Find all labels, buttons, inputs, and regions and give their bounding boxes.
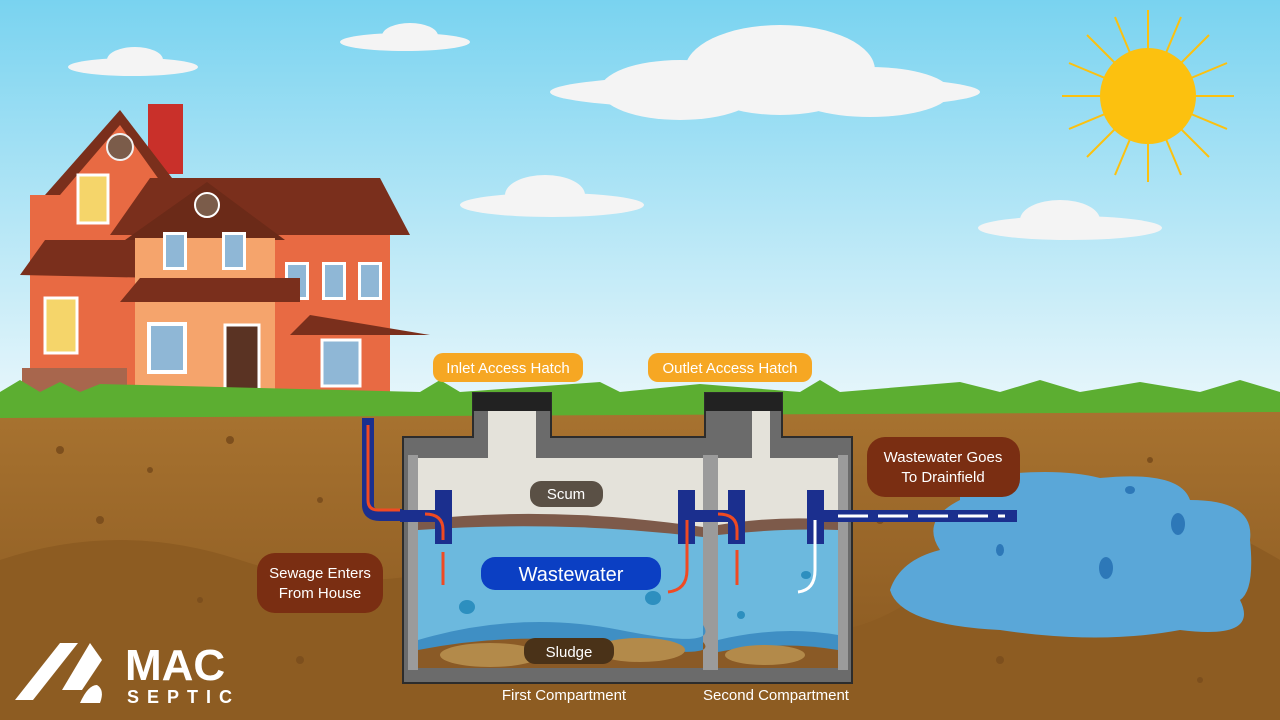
sun-icon <box>1062 10 1234 182</box>
mac-septic-logo: MAC SEPTIC <box>15 641 240 707</box>
scum-text: Scum <box>547 486 585 503</box>
sewage-text-2: From House <box>279 585 362 602</box>
first-compartment-label: First Compartment <box>502 687 627 704</box>
wastewater-text: Wastewater <box>519 564 624 586</box>
grass <box>0 380 1280 418</box>
inlet-hatch-cap <box>473 393 551 411</box>
logo-name: MAC <box>125 641 225 690</box>
drainfield-callout: Wastewater Goes To Drainfield <box>867 437 1020 497</box>
sludge-text: Sludge <box>546 644 593 661</box>
septic-tank <box>402 392 853 684</box>
inlet-hatch-label: Inlet Access Hatch <box>433 353 583 382</box>
sewage-enters-callout: Sewage Enters From House <box>257 553 383 613</box>
clouds <box>68 23 1162 240</box>
logo-sub: SEPTIC <box>127 687 240 707</box>
sludge-label: Sludge <box>524 638 614 664</box>
inlet-pipe <box>362 418 440 521</box>
sewage-text-1: Sewage Enters <box>269 565 371 582</box>
logo-mark-icon <box>15 643 78 700</box>
drainfield-bubbles <box>996 486 1185 579</box>
second-compartment-label: Second Compartment <box>703 687 850 704</box>
house <box>20 104 430 395</box>
drainfield-text-2: To Drainfield <box>901 469 984 486</box>
outlet-hatch-cap <box>705 393 782 411</box>
outlet-hatch-label: Outlet Access Hatch <box>648 353 812 382</box>
scum-label: Scum <box>530 481 603 507</box>
inlet-hatch-text: Inlet Access Hatch <box>446 360 569 377</box>
drainfield-text-1: Wastewater Goes <box>884 449 1003 466</box>
flow-arrows <box>424 512 1005 594</box>
second-compartment <box>718 411 838 668</box>
wastewater-label: Wastewater <box>481 557 661 590</box>
outlet-hatch-text: Outlet Access Hatch <box>662 360 797 377</box>
